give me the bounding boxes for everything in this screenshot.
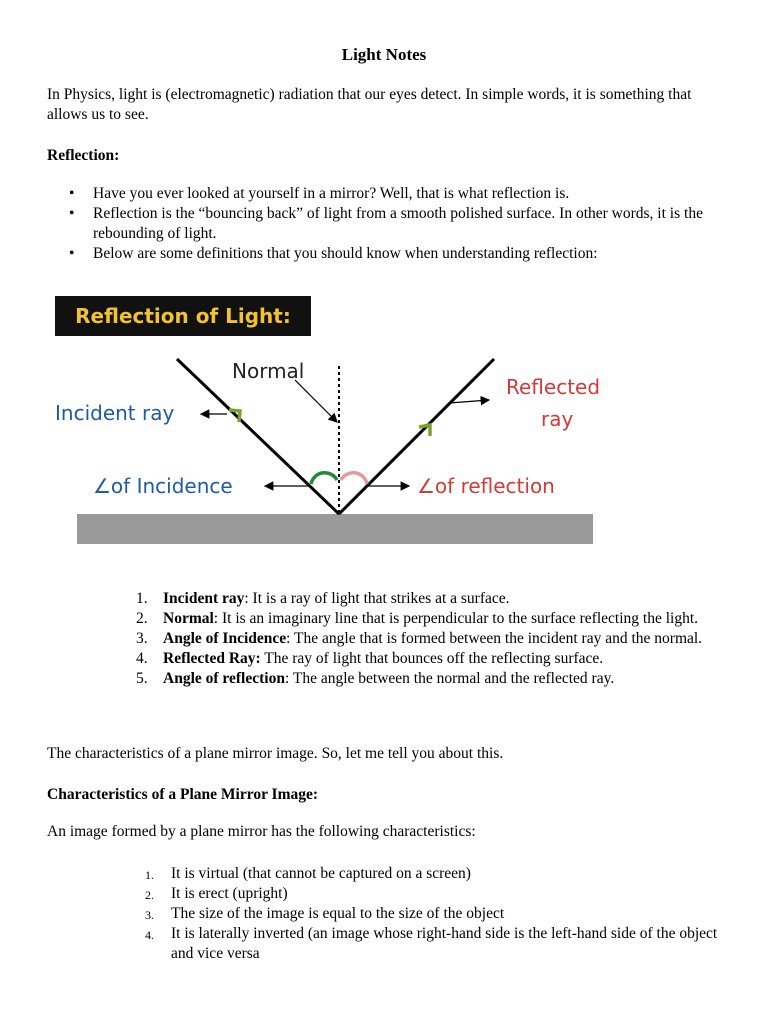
- mirror-surface: [77, 514, 593, 544]
- reflection-heading: Reflection:: [47, 147, 120, 164]
- bullet-dot-icon: •: [69, 245, 75, 262]
- normal-label: Normal: [232, 359, 305, 383]
- reflected-arrowhead: [418, 422, 432, 436]
- diagram-title: Reflection of Light:: [55, 296, 311, 336]
- bullet-dot-icon: •: [69, 205, 75, 222]
- normal-pointer: [294, 379, 338, 423]
- reflection-bullet-list: •Have you ever looked at yourself in a m…: [47, 184, 727, 264]
- bullet-item: •Have you ever looked at yourself in a m…: [69, 185, 570, 202]
- incident-arrowhead: [228, 408, 242, 423]
- reflected-ray-label-line1: Reflected: [506, 375, 601, 399]
- page-title: Light Notes: [341, 45, 427, 64]
- angle-incidence-arc: [309, 471, 339, 485]
- characteristics-list: 1.It is virtual (that cannot be captured…: [145, 864, 725, 964]
- reflected-ray-line: [337, 357, 496, 516]
- intro-paragraph: In Physics, light is (electromagnetic) r…: [47, 86, 692, 123]
- reflection-diagram-svg: [77, 357, 593, 544]
- characteristic-item: 2.It is erect (upright): [145, 885, 288, 902]
- reflected-ray-label-line2: ray: [541, 407, 574, 431]
- angle-incidence-label: ∠of Incidence: [93, 474, 233, 498]
- characteristic-item: 4.It is laterally inverted (an image who…: [145, 925, 718, 962]
- definition-item: 2.Normal: It is an imaginary line that i…: [136, 610, 699, 627]
- characteristic-item: 3.The size of the image is equal to the …: [145, 905, 505, 922]
- reflection-diagram: Reflection of Light: Normal Incident ray…: [47, 290, 607, 552]
- definition-item: 1.Incident ray: It is a ray of light tha…: [136, 590, 510, 607]
- angle-reflection-arc: [339, 471, 369, 485]
- definitions-list: 1.Incident ray: It is a ray of light tha…: [136, 589, 726, 689]
- definition-item: 3.Angle of Incidence: The angle that is …: [136, 630, 703, 647]
- bullet-item: •Reflection is the “bouncing back” of li…: [69, 205, 703, 242]
- incident-ray-label: Incident ray: [55, 401, 175, 425]
- angle-reflection-label: ∠of reflection: [417, 474, 555, 498]
- bullet-dot-icon: •: [69, 185, 75, 202]
- incident-ray-line: [175, 357, 341, 516]
- definition-item: 4.Reflected Ray: The ray of light that b…: [136, 650, 604, 667]
- characteristics-lead: An image formed by a plane mirror has th…: [47, 823, 476, 840]
- characteristics-heading: Characteristics of a Plane Mirror Image:: [47, 786, 319, 803]
- bullet-item: •Below are some definitions that you sho…: [69, 245, 598, 262]
- reflected-pointer: [448, 395, 491, 406]
- characteristics-intro: The characteristics of a plane mirror im…: [47, 745, 504, 762]
- characteristic-item: 1.It is virtual (that cannot be captured…: [145, 865, 471, 882]
- definition-item: 5.Angle of reflection: The angle between…: [136, 670, 615, 687]
